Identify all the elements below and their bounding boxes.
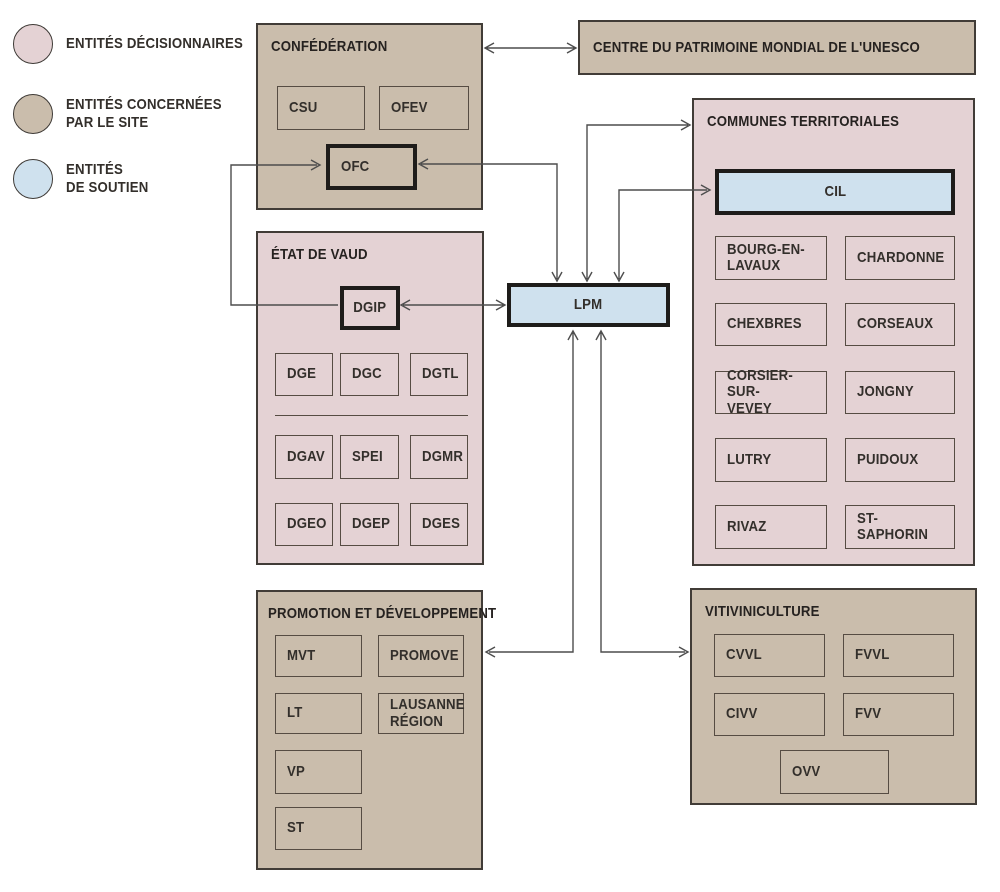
node-vp: VP	[275, 750, 362, 794]
node-ovv: OVV	[780, 750, 889, 794]
group-title: VITIVINICULTURE	[705, 603, 820, 620]
node-dgtl: DGTL	[410, 353, 468, 396]
group-etat-de-vaud: ÉTAT DE VAUD DGIP DGE DGC DGTL DGAV SPEI…	[256, 231, 484, 565]
node-promove: PROMOVE	[378, 635, 464, 677]
node-chardonne: CHARDONNE	[845, 236, 955, 280]
etat-divider	[275, 415, 468, 416]
node-mvt: MVT	[275, 635, 362, 677]
legend-swatch-pink-circle	[13, 24, 53, 64]
group-confederation: CONFÉDÉRATION CSU OFEV OFC	[256, 23, 483, 210]
legend-label: ENTITÉS CONCERNÉES PAR LE SITE	[66, 96, 222, 131]
legend-swatch-tan-circle	[13, 94, 53, 134]
node-fvv: FVV	[843, 693, 954, 736]
node-rivaz: RIVAZ	[715, 505, 827, 549]
group-communes-territoriales: COMMUNES TERRITORIALES CIL BOURG-EN- LAV…	[692, 98, 975, 566]
node-jongny: JONGNY	[845, 371, 955, 414]
node-st-saphorin: ST-SAPHORIN	[845, 505, 955, 549]
legend-label: ENTITÉS DÉCISIONNAIRES	[66, 35, 243, 52]
group-title: COMMUNES TERRITORIALES	[707, 113, 900, 130]
node-dgip: DGIP	[340, 286, 400, 330]
node-dgep: DGEP	[340, 503, 399, 546]
legend-label: ENTITÉS DE SOUTIEN	[66, 161, 149, 196]
legend-item-soutien: ENTITÉS DE SOUTIEN	[13, 159, 160, 199]
node-ofev: OFEV	[379, 86, 469, 130]
node-dgeo: DGEO	[275, 503, 333, 546]
node-bourg-en-lavaux: BOURG-EN- LAVAUX	[715, 236, 827, 280]
node-lutry: LUTRY	[715, 438, 827, 482]
group-title: ÉTAT DE VAUD	[271, 246, 368, 263]
node-cil: CIL	[715, 169, 955, 215]
group-title: PROMOTION ET DÉVELOPPEMENT	[268, 605, 497, 622]
node-corseaux: CORSEAUX	[845, 303, 955, 346]
legend-swatch-blue-circle	[13, 159, 53, 199]
node-chexbres: CHEXBRES	[715, 303, 827, 346]
node-dgav: DGAV	[275, 435, 333, 479]
node-dges: DGES	[410, 503, 468, 546]
node-spei: SPEI	[340, 435, 399, 479]
legend-item-decisionnaires: ENTITÉS DÉCISIONNAIRES	[13, 24, 267, 64]
node-dge: DGE	[275, 353, 333, 396]
node-ofc: OFC	[326, 144, 417, 190]
arrow-lpm-promotion	[484, 329, 579, 658]
arrow-lpm-communes	[581, 119, 692, 283]
node-dgmr: DGMR	[410, 435, 468, 479]
arrow-lpm-vitiviniculture	[595, 329, 690, 658]
legend-item-concernees: ENTITÉS CONCERNÉES PAR LE SITE	[13, 94, 243, 134]
group-promotion-developpement: PROMOTION ET DÉVELOPPEMENT MVT PROMOVE L…	[256, 590, 496, 870]
node-cvvl: CVVL	[714, 634, 825, 677]
node-lpm: LPM	[507, 283, 670, 327]
node-st: ST	[275, 807, 362, 850]
node-csu: CSU	[277, 86, 365, 130]
group-title: CONFÉDÉRATION	[271, 38, 388, 55]
group-unesco: CENTRE DU PATRIMOINE MONDIAL DE L'UNESCO	[578, 20, 976, 75]
node-lt: LT	[275, 693, 362, 734]
node-civv: CIVV	[714, 693, 825, 736]
node-dgc: DGC	[340, 353, 399, 396]
node-corsier-sur-vevey: CORSIER-SUR- VEVEY	[715, 367, 827, 416]
node-lausanne-region: LAUSANNE RÉGION	[378, 693, 465, 734]
arrow-confederation-unesco	[483, 42, 578, 54]
node-puidoux: PUIDOUX	[845, 438, 955, 482]
group-title: CENTRE DU PATRIMOINE MONDIAL DE L'UNESCO	[593, 39, 920, 56]
node-fvvl: FVVL	[843, 634, 954, 677]
group-vitiviniculture: VITIVINICULTURE CVVL FVVL CIVV FVV OVV	[690, 588, 977, 805]
